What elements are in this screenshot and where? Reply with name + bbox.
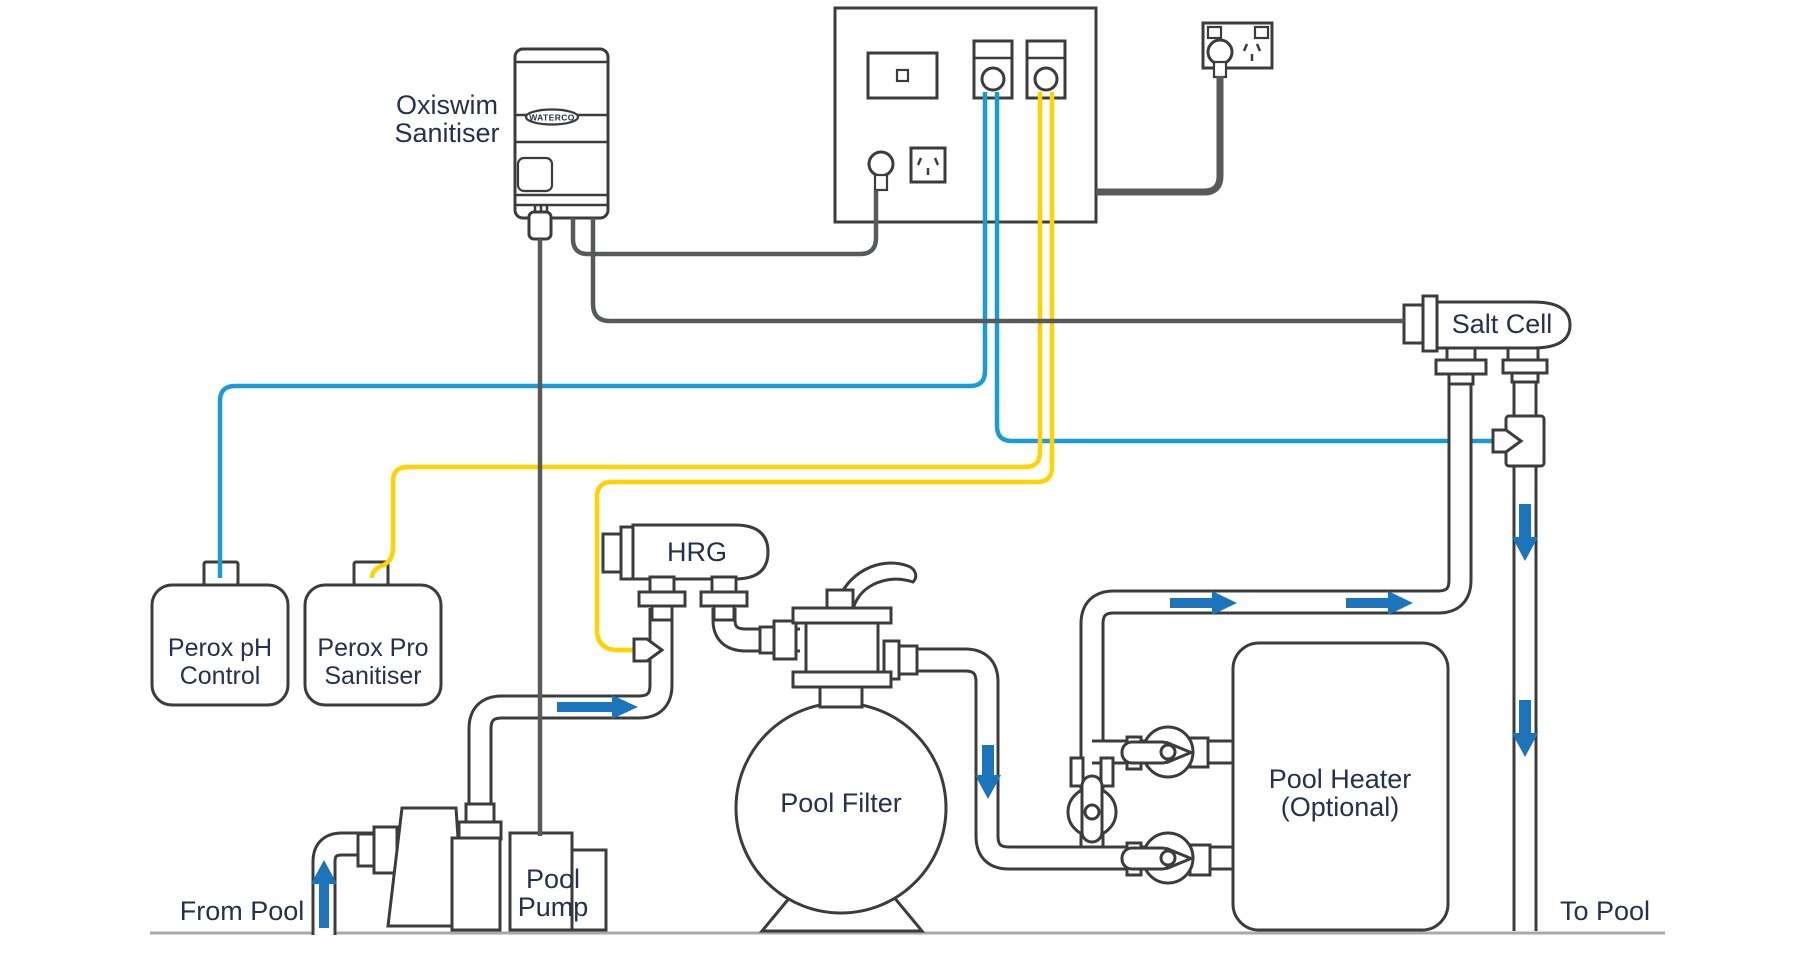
valve-inlet-union — [758, 625, 776, 655]
pump-inlet-union — [356, 832, 376, 868]
oxiswim-sanitiser-unit: WATERCO — [513, 47, 610, 241]
pump-discharge-arrow — [557, 695, 638, 719]
flow-arrows — [311, 504, 1538, 928]
yellow-injection-tube — [594, 92, 1055, 653]
indicator-square — [895, 68, 910, 83]
salt-cell-right-union — [1501, 358, 1549, 375]
to-pool-label: To Pool — [1560, 896, 1650, 926]
yellow-suction-tube — [369, 92, 1043, 579]
outlet-plug-icon — [1206, 38, 1234, 66]
pool-heater-label-2: (Optional) — [1281, 792, 1400, 822]
power-outlet — [1201, 21, 1274, 79]
salt-cell-body — [1435, 300, 1572, 350]
hrg-injection-fitting — [632, 637, 665, 663]
valve-outlet-union — [897, 644, 919, 676]
pump-strainer — [450, 836, 502, 932]
from-pool-up-arrow — [311, 860, 337, 928]
filter-outlet-down-arrow — [975, 745, 1001, 799]
to-pool-down-arrow-1 — [1512, 504, 1538, 561]
perox-ph-label-1: Perox pH — [168, 634, 272, 662]
pool-filter-label: Pool Filter — [780, 788, 902, 818]
hrg-right-union — [699, 590, 749, 608]
oxiswim-label-1: Oxiswim — [396, 90, 498, 120]
oxiswim-label-2: Sanitiser — [394, 118, 499, 148]
waterco-badge-text: WATERCO — [529, 113, 575, 123]
cables — [537, 76, 1404, 836]
hrg-body — [631, 523, 770, 581]
text-labels: Oxiswim Sanitiser Perox pH Control Perox… — [168, 90, 1650, 926]
to-pool-down-arrow-2 — [1512, 700, 1538, 757]
pump-cord-plug — [527, 210, 553, 241]
bypass-arrow-2 — [1346, 591, 1413, 615]
salt-cell-label: Salt Cell — [1452, 309, 1553, 339]
outlet-power-cord — [1096, 76, 1224, 196]
salt-cell-connector — [1402, 303, 1425, 345]
saltcell-injection-fitting — [1491, 428, 1524, 454]
hrg-connector — [601, 532, 623, 574]
waterco-badge — [524, 108, 580, 126]
pump-motor-endcap — [570, 848, 608, 932]
bypass-arrow-1 — [1170, 591, 1237, 615]
multiport-valve — [791, 561, 918, 689]
valve-handle — [833, 561, 918, 608]
blue-suction-tube — [217, 92, 988, 578]
fittings — [356, 414, 1546, 875]
dosing-tubes — [217, 92, 1496, 653]
heater-inlet-valve — [1120, 725, 1210, 779]
pool-pump-label-1: Pool — [526, 864, 580, 894]
salt-cell-left-union — [1434, 358, 1488, 376]
perox-pro-label-2: Sanitiser — [324, 662, 421, 690]
sanitiser-power-cord — [570, 190, 879, 257]
box-socket-icon — [909, 146, 947, 184]
outlet-switch-left — [1206, 25, 1223, 40]
hrg-unit: HRG — [601, 523, 770, 622]
hrg-label: HRG — [667, 537, 727, 567]
pool-filter: Pool Filter — [734, 561, 948, 933]
hrg-left-union — [637, 590, 687, 608]
pool-heater-label-1: Pool Heater — [1269, 764, 1412, 794]
from-pool-label: From Pool — [180, 896, 305, 926]
bypass-valve — [1066, 756, 1118, 844]
dosing-pump-blue — [972, 39, 1014, 100]
outlet-switch-right — [1253, 25, 1270, 40]
display-panel — [516, 156, 554, 193]
blue-injection-tube — [994, 92, 1496, 444]
perox-ph-label-2: Control — [180, 662, 261, 690]
heater-outlet-valve — [1120, 831, 1212, 885]
pool-pump: Pool Pump — [386, 806, 608, 932]
salt-cell-cable — [590, 218, 1404, 324]
salt-cell: Salt Cell — [1402, 294, 1572, 386]
pool-heater: Pool Heater (Optional) — [1231, 641, 1450, 932]
pump-discharge-union — [464, 802, 496, 824]
perox-pro-label-1: Perox Pro — [317, 634, 428, 662]
box-plug-icon — [867, 150, 895, 192]
control-box — [833, 6, 1098, 224]
dosing-pump-yellow — [1025, 39, 1067, 100]
pool-pump-label-2: Pump — [518, 892, 589, 922]
